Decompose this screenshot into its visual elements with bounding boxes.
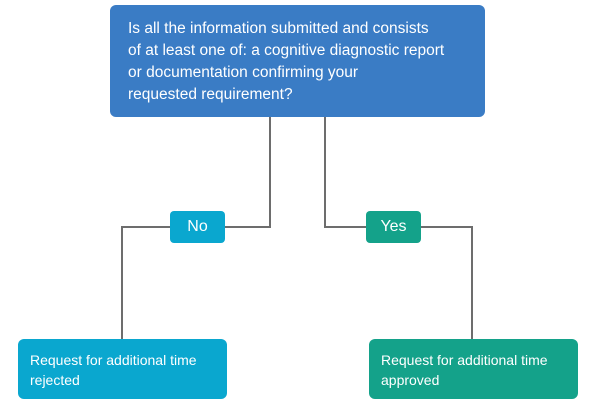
connector-question-to-yes xyxy=(324,117,366,228)
answer-no-label: No xyxy=(187,218,208,235)
question-box: Is all the information submitted and con… xyxy=(110,5,485,117)
answer-yes-label: Yes xyxy=(380,218,407,235)
outcome-approved-box: Request for additional time approved xyxy=(369,339,578,399)
answer-yes-box: Yes xyxy=(366,211,421,243)
outcome-rejected-box: Request for additional time rejected xyxy=(18,339,227,399)
question-line: or documentation confirming your xyxy=(128,64,359,81)
question-line: Is all the information submitted and con… xyxy=(128,20,429,37)
question-line: requested requirement? xyxy=(128,86,293,103)
outcome-rejected-line: rejected xyxy=(30,372,80,388)
connector-yes-to-approved xyxy=(421,226,473,339)
question-line: of at least one of: a cognitive diagnost… xyxy=(128,42,445,59)
answer-no-box: No xyxy=(170,211,225,243)
connector-question-to-no xyxy=(225,117,271,228)
connector-no-to-rejected xyxy=(121,226,170,339)
outcome-approved-line: Request for additional time xyxy=(381,352,548,368)
outcome-approved-line: approved xyxy=(381,372,440,388)
outcome-rejected-line: Request for additional time xyxy=(30,352,197,368)
